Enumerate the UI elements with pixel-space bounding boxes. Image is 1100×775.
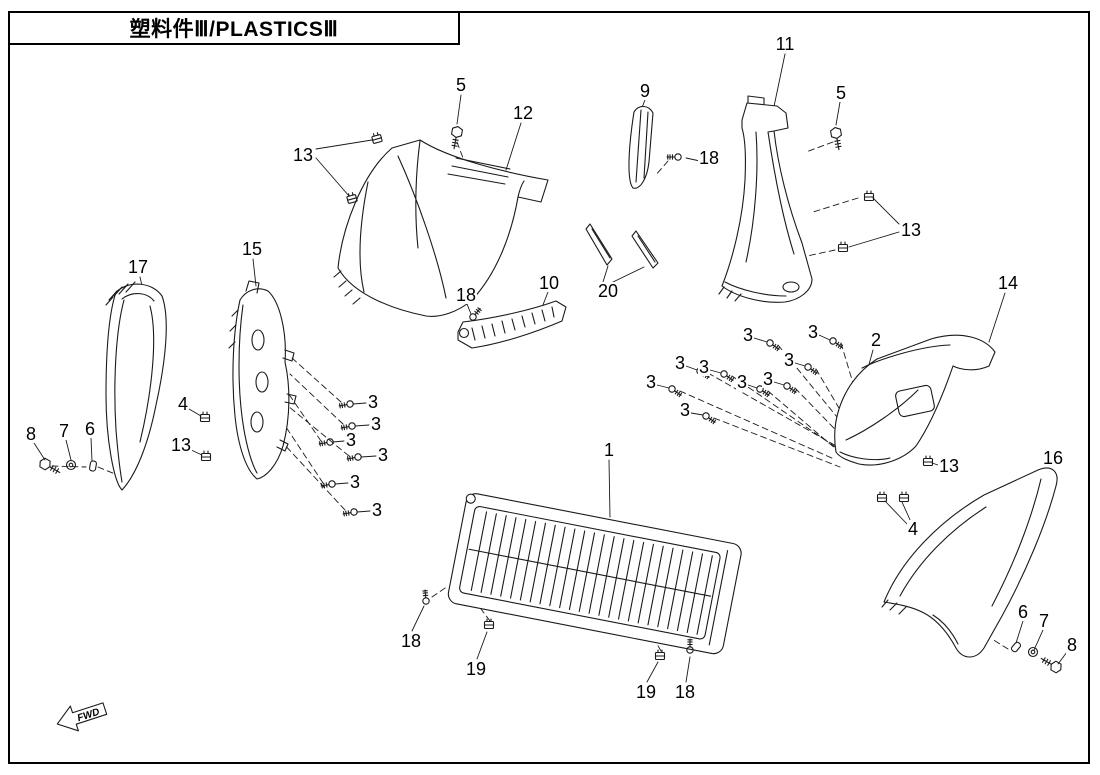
page-title: 塑料件Ⅲ/PLASTICSⅢ (129, 18, 339, 41)
callout-1-41: 1 (602, 440, 616, 460)
part-14-panel (834, 334, 996, 466)
callout-9-3: 9 (638, 81, 652, 101)
callout-3-29: 3 (697, 357, 711, 377)
callout-13-24: 13 (169, 435, 193, 455)
callout-3-33: 3 (761, 369, 775, 389)
part-12-panel (333, 139, 549, 317)
callout-3-19: 3 (370, 500, 384, 520)
callout-16-37: 16 (1041, 448, 1065, 468)
part-11-panel (718, 95, 813, 303)
callout-19-44: 19 (634, 682, 658, 702)
callout-8-21: 8 (24, 424, 38, 444)
callout-13-35: 13 (937, 456, 961, 476)
part-17-panel (105, 281, 167, 491)
callout-17-8: 17 (126, 257, 150, 277)
callout-18-10: 18 (454, 285, 478, 305)
callout-6-38: 6 (1016, 602, 1030, 622)
callout-5-6: 5 (834, 83, 848, 103)
callout-12-1: 12 (511, 103, 535, 123)
callout-6-23: 6 (83, 419, 97, 439)
callout-3-31: 3 (644, 372, 658, 392)
callout-3-26: 3 (806, 322, 820, 342)
callout-11-5: 11 (774, 34, 796, 54)
callout-13-2: 13 (291, 145, 315, 165)
callout-2-27: 2 (869, 330, 883, 350)
callout-3-32: 3 (735, 372, 749, 392)
callout-20-12: 20 (596, 281, 620, 301)
callout-3-17: 3 (376, 445, 390, 465)
callout-8-40: 8 (1065, 635, 1079, 655)
callout-5-0: 5 (454, 75, 468, 95)
callout-19-43: 19 (464, 659, 488, 679)
callout-4-20: 4 (176, 394, 190, 414)
callout-7-39: 7 (1037, 611, 1051, 631)
part-10-bracket (457, 300, 567, 349)
callout-3-16: 3 (344, 430, 358, 450)
callout-3-30: 3 (782, 350, 796, 370)
part-9-strip (628, 105, 654, 189)
callout-7-22: 7 (57, 421, 71, 441)
callout-15-9: 15 (240, 239, 264, 259)
callout-18-4: 18 (697, 148, 721, 168)
part-1-grille (447, 493, 742, 655)
callout-10-11: 10 (537, 273, 561, 293)
callout-3-25: 3 (741, 325, 755, 345)
callout-3-28: 3 (673, 353, 687, 373)
part-15-panel (228, 280, 297, 480)
callout-3-34: 3 (678, 400, 692, 420)
callout-3-15: 3 (369, 414, 383, 434)
title-box: 塑料件Ⅲ/PLASTICSⅢ (8, 11, 460, 45)
callout-3-14: 3 (366, 392, 380, 412)
part-20-strips (585, 223, 659, 269)
callout-13-7: 13 (899, 220, 923, 240)
part-16-panel (881, 467, 1058, 658)
callout-18-45: 18 (673, 682, 697, 702)
callout-4-36: 4 (906, 519, 920, 539)
callout-18-42: 18 (399, 631, 423, 651)
callout-3-18: 3 (348, 472, 362, 492)
callout-14-13: 14 (996, 273, 1020, 293)
